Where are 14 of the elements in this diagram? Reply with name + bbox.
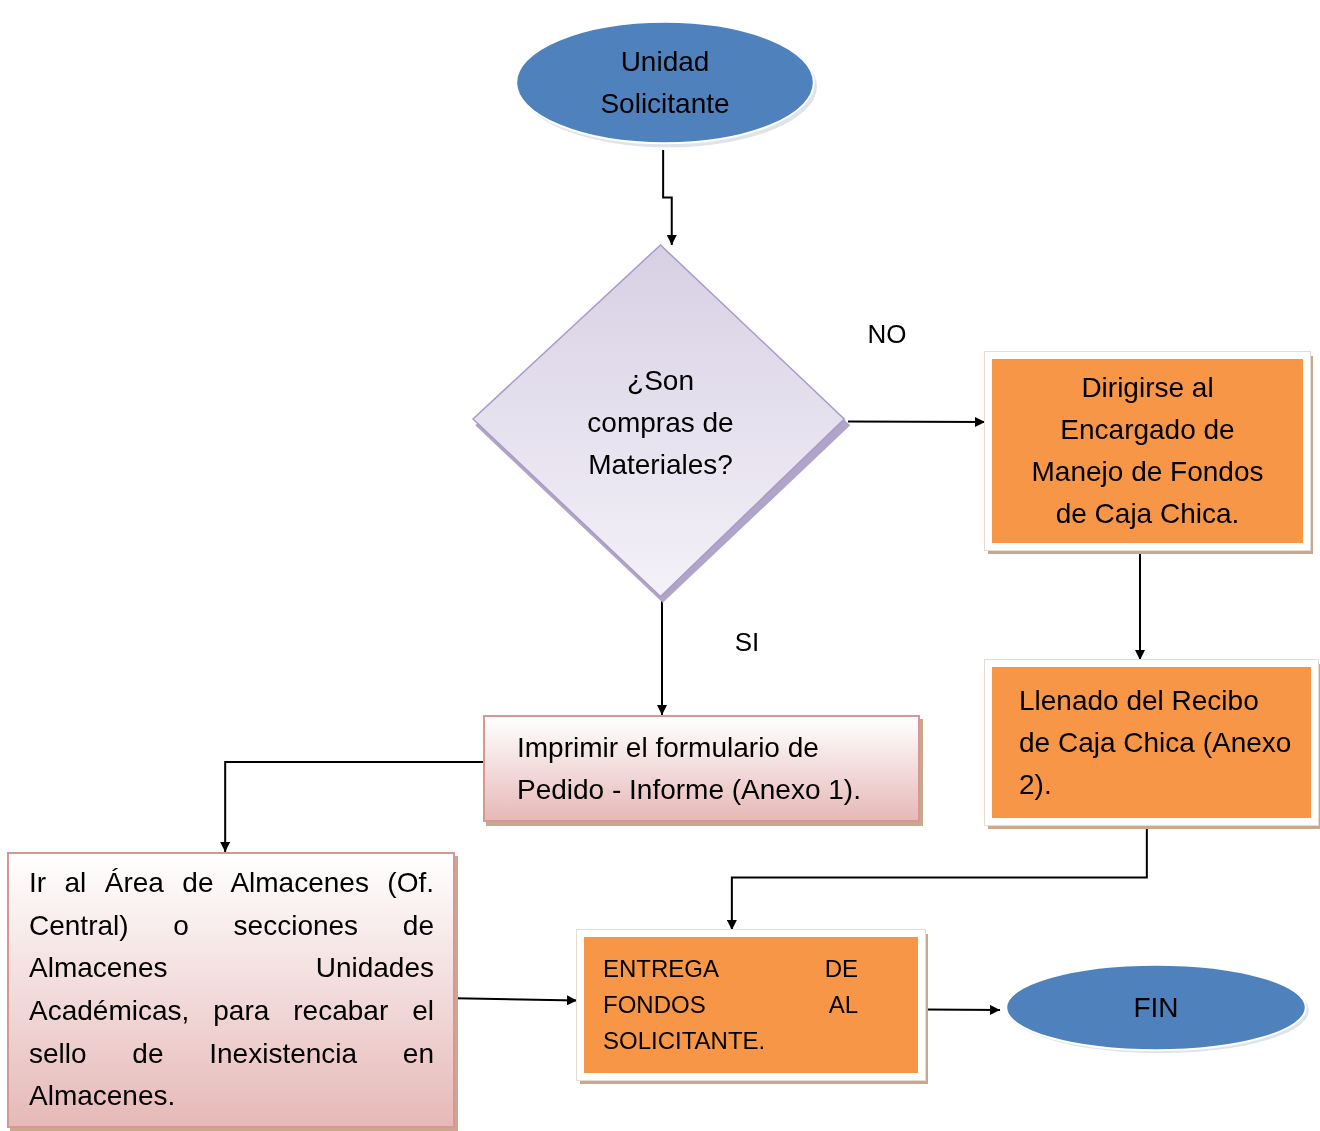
node-text: Dirigirse al Encargado de Manejo de Fondos de Caja Chica.	[1030, 371, 1265, 531]
process-box	[7, 852, 455, 1128]
arrow	[220, 761, 484, 853]
node-text: ¿Son compras de Materiales?	[586, 363, 735, 482]
node-text: Llenado del Recibo de Caja Chica (Anexo 2).	[1019, 683, 1293, 802]
node-text: Unidad Solicitante	[599, 44, 731, 121]
node-text: ENTREGA DE FONDOS AL SOLICITANTE.	[603, 954, 858, 1056]
node-text: Ir al Área de Almacenes (Of. Central) o secciones de Almacenes Unidades Académicas, para recabar el sello de Inexistencia en Almacenes.	[29, 866, 434, 1114]
arrow	[662, 149, 677, 246]
node-text: FIN	[1132, 990, 1180, 1025]
decision-diamond	[473, 245, 848, 600]
arrow	[657, 599, 667, 716]
arrow	[847, 417, 986, 428]
node-text: Imprimir el formulario de Pedido - Informe (Anexo 1).	[517, 730, 862, 807]
